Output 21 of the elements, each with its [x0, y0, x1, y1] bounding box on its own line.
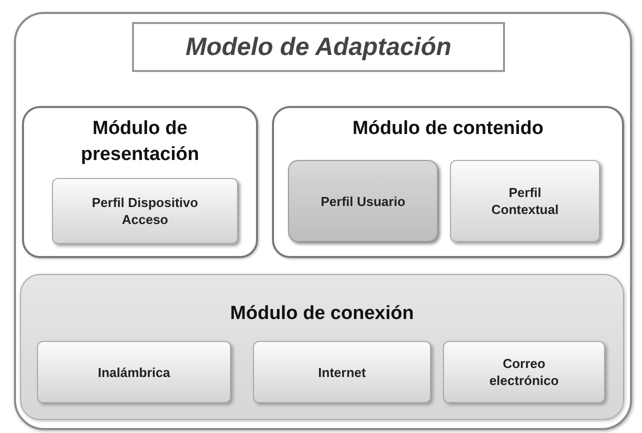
module-heading: Módulo de presentación [80, 117, 200, 167]
box-label: Inalámbrica [98, 364, 170, 380]
module-heading: Módulo de contenido [351, 117, 545, 141]
box-label: Internet [318, 364, 366, 380]
profile-box [52, 178, 238, 244]
profile-box [443, 341, 605, 403]
box-heading: Modelo de Adaptación [186, 32, 452, 62]
module-panel [22, 106, 258, 258]
frame-panel [14, 12, 632, 430]
module-heading: Módulo de conexión [230, 303, 414, 325]
box-label: Perfil Contextual [490, 184, 560, 218]
module-panel [20, 274, 624, 420]
profile-box [288, 160, 438, 242]
profile-box [37, 341, 231, 403]
module-panel [272, 106, 624, 258]
box-label: Correo electrónico [488, 355, 560, 389]
profile-box [253, 341, 431, 403]
profile-box [450, 160, 600, 242]
box-label: Perfil Usuario [320, 192, 406, 210]
title-box [132, 22, 505, 72]
box-label: Perfil Dispositivo Acceso [90, 194, 200, 228]
